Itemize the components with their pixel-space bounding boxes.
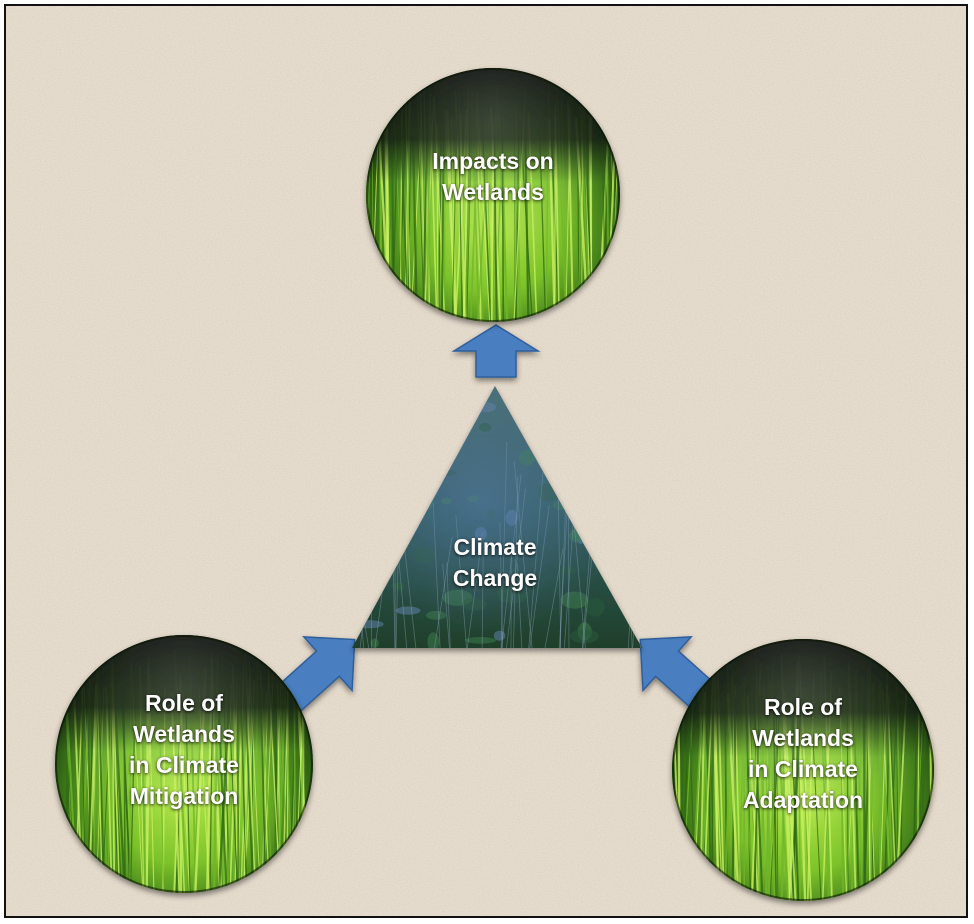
left-label-line: Wetlands bbox=[133, 721, 235, 747]
right-label-line: in Climate bbox=[748, 756, 858, 782]
top-label-line: Wetlands bbox=[442, 179, 544, 205]
adaptation-grass-circle bbox=[672, 639, 934, 901]
center-label-line: Change bbox=[452, 565, 538, 591]
right-label-line: Role of bbox=[764, 694, 842, 720]
top-label-line: Impacts on bbox=[432, 148, 554, 174]
climate-change-triangle bbox=[352, 386, 642, 648]
mitigation-grass-circle bbox=[55, 635, 313, 893]
left-label: Role of Wetlands in Climate Mitigation bbox=[74, 688, 294, 812]
right-label-line: Adaptation bbox=[742, 787, 864, 813]
left-label-line: Role of bbox=[145, 690, 223, 716]
right-label-line: Wetlands bbox=[752, 725, 854, 751]
arrow-up-icon bbox=[451, 324, 541, 378]
diagram-canvas bbox=[6, 6, 966, 916]
top-label: Impacts on Wetlands bbox=[383, 146, 603, 208]
center-label: Climate Change bbox=[405, 532, 585, 594]
left-label-line: in Climate bbox=[129, 752, 239, 778]
center-label-line: Climate bbox=[453, 534, 537, 560]
diagram-frame: Climate Change Impacts on Wetlands Role … bbox=[4, 4, 968, 918]
left-label-line: Mitigation bbox=[129, 783, 239, 809]
right-label: Role of Wetlands in Climate Adaptation bbox=[693, 692, 913, 816]
